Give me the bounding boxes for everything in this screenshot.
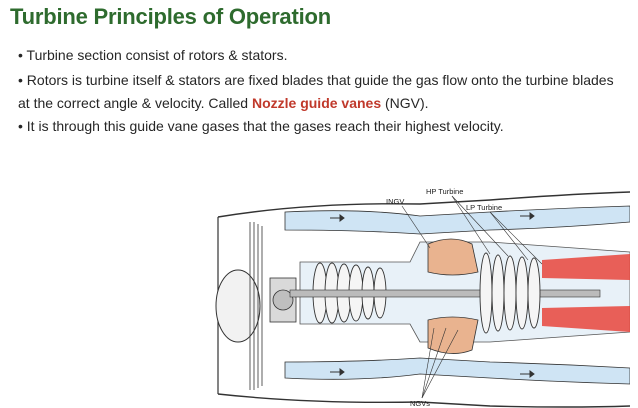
bullet-2-text: • Rotors is turbine itself & stators are… — [18, 72, 614, 111]
slide-title: Turbine Principles of Operation — [10, 4, 331, 29]
nozzle-guide-vanes-highlight: Nozzle guide vanes — [251, 95, 382, 111]
bullet-3: • It is through this guide vane gases th… — [18, 118, 504, 134]
hp-turbine-label: HP Turbine — [426, 187, 463, 196]
ngvs-label: NGVs — [410, 399, 430, 408]
bullet-2: • Rotors is turbine itself & stators are… — [18, 69, 618, 115]
bullet-list: • Turbine section consist of rotors & st… — [18, 44, 618, 138]
bullet-1: • Turbine section consist of rotors & st… — [18, 47, 288, 63]
bullet-2-suffix: (NGV). — [381, 95, 429, 111]
ingv-label: INGV — [386, 197, 404, 206]
turbine-engine-diagram: HP Turbine LP Turbine INGV NGVs — [215, 187, 630, 408]
lp-turbine-label: LP Turbine — [466, 203, 502, 212]
